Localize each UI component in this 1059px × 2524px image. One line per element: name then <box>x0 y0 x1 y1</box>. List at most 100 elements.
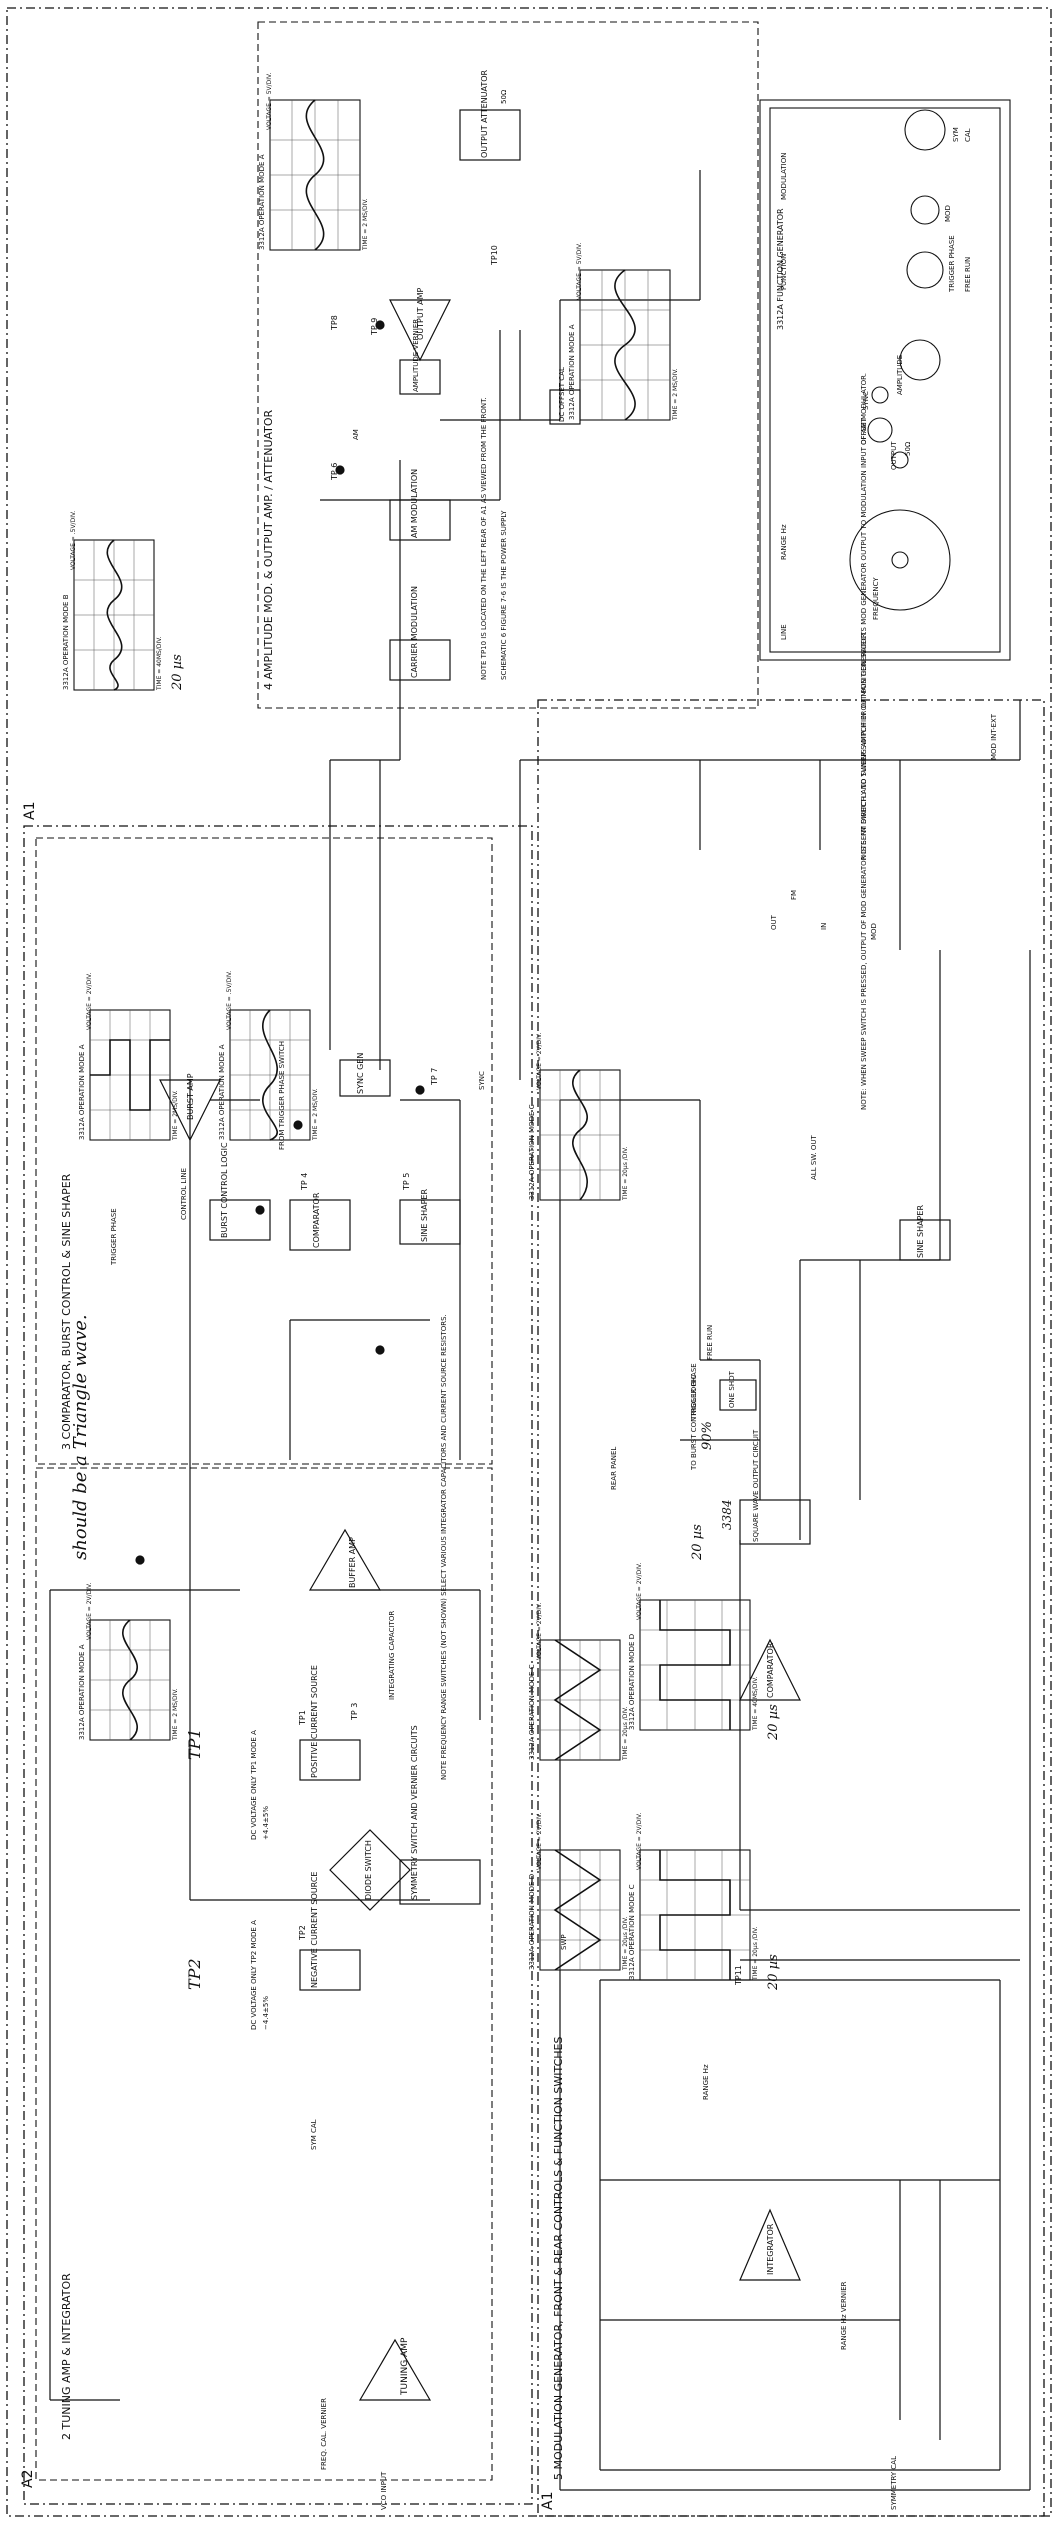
section-title-s5: 5 MODULATION GENERATOR, FRONT & REAR CON… <box>552 2037 565 2480</box>
block-am-mod: AM MODULATION <box>410 469 419 538</box>
block-output-attenuator: OUTPUT ATTENUATOR <box>480 70 489 158</box>
handwriting-ninety: 90% <box>700 1421 715 1450</box>
scope-c1-volt: VOLTAGE = 2V/DIV. <box>536 1033 543 1090</box>
tp4: TP 4 <box>300 1173 309 1190</box>
block-comparator-b: COMPARATOR <box>766 1643 775 1698</box>
block-symmetry-switch: SYMMETRY SWITCH AND VERNIER CIRCUITS <box>410 1725 419 1900</box>
block-square-wave: SQUARE WAVE OUTPUT CIRCUIT <box>752 1430 760 1542</box>
scope-c3-volt: VOLTAGE = 2V/DIV. <box>636 1813 643 1870</box>
sine-shaper-a-block <box>400 1200 460 1244</box>
tag-swp-a: SWP <box>560 1934 568 1950</box>
am-mod-block <box>390 500 450 540</box>
block-comparator-a: COMPARATOR <box>312 1193 321 1248</box>
carrier-mod-block <box>390 640 450 680</box>
note-schematic: SCHEMATIC 6 FIGURE 7-6 IS THE POWER SUPP… <box>500 510 508 680</box>
offset-knob <box>868 418 892 442</box>
mod-knob <box>911 196 939 224</box>
board-tag-a1-bottom: A1 <box>540 2492 556 2510</box>
sine-shaper-b-block <box>900 1220 950 1260</box>
note-to-burst: TO BURST CONTROL LOGIC <box>690 1374 698 1470</box>
sync-gen-block <box>340 1060 390 1096</box>
handwriting-triangle: should be a Triangle wave. <box>70 1314 91 1560</box>
tag-trigger-phase: TRIGGER PHASE <box>110 1208 118 1265</box>
fp-frequency: FREQUENCY <box>872 577 880 620</box>
output-atten-block <box>460 110 520 160</box>
scope-a2-title: 3312A OPERATION MODE A <box>78 1045 86 1141</box>
scope-a4-volt: VOLTAGE = 5V/DIV. <box>266 73 273 130</box>
one-shot-block <box>720 1380 756 1410</box>
fp-50ohm: 50Ω <box>904 442 912 456</box>
handwriting-20us-c: 20 µs <box>766 1704 781 1740</box>
block-buffer-amp: BUFFER AMP <box>348 1537 357 1588</box>
scope-a2-volt: VOLTAGE = 2V/DIV. <box>86 973 93 1030</box>
scope-d2-title: 3312A OPERATION MODE D <box>628 1634 636 1730</box>
handwriting-20us-a: 20 µs <box>170 654 185 690</box>
scope-b1-time: TIME = 40MS/DIV. <box>156 636 163 690</box>
block-dc-offset: DC OFFSET CAL <box>558 367 566 422</box>
fp-function: FUNCTION <box>780 254 788 290</box>
tag-symmetry-cal: SYMMETRY CAL <box>890 2456 898 2510</box>
pos-current-block <box>300 1740 360 1780</box>
tag-vco: VCO INPUT <box>380 2472 388 2510</box>
sync-jack <box>872 387 888 403</box>
note-dc2-val: −4.4±5% <box>262 1996 270 2030</box>
section-outlines <box>36 22 758 2480</box>
block-integrator: INTEGRATOR <box>766 2224 775 2275</box>
fp-mod: MOD <box>944 205 952 222</box>
scope-a5-time: TIME = 2 MS/DIV. <box>672 368 679 420</box>
handwriting-20us-b: 20 µs <box>766 1954 781 1990</box>
tag-50ohm: 50Ω <box>500 90 508 104</box>
section-title-s4: 4 AMPLITUDE MOD. & OUTPUT AMP. / ATTENUA… <box>262 410 275 690</box>
fp-cal: CAL <box>964 128 972 142</box>
block-burst-amp: BURST AMP <box>186 1073 195 1120</box>
scope-a5-volt: VOLTAGE = 5V/DIV. <box>576 243 583 300</box>
tag-int-ext: MOD INT-EXT <box>990 714 998 760</box>
board-tag-a2: A2 <box>20 2470 36 2488</box>
note-dc2: DC VOLTAGE ONLY TP2 MODE A <box>250 1920 258 2030</box>
note-tp10: NOTE TP10 IS LOCATED ON THE LEFT REAR OF… <box>480 397 488 680</box>
tag-sym: SYM CAL <box>310 2119 318 2150</box>
scope-d1-volt: VOLTAGE = 2V/DIV. <box>536 1813 543 1870</box>
scope-c3-title: 3312A OPERATION MODE C <box>628 1884 636 1980</box>
section-title-s2: 2 TUNING AMP & INTEGRATOR <box>60 2273 73 2440</box>
block-carrier-mod: CARRIER MODULATION <box>410 586 419 678</box>
scope-a5-title: 3312A OPERATION MODE A <box>568 325 576 421</box>
scope-b1-title: 3312A OPERATION MODE B <box>62 594 70 690</box>
tp5: TP 5 <box>402 1173 411 1190</box>
fp-amplitude: AMPLITUDE <box>896 355 904 395</box>
handwriting-tp1: TP1 <box>185 1728 204 1760</box>
block-pos-current: POSITIVE CURRENT SOURCE <box>310 1665 319 1778</box>
scope-c2-volt: VOLTAGE = 2V/DIV. <box>536 1603 543 1660</box>
block-burst-control: BURST CONTROL LOGIC <box>220 1142 229 1238</box>
tag-range-hz: RANGE Hz <box>702 2064 710 2100</box>
block-neg-current: NEGATIVE CURRENT SOURCE <box>310 1872 319 1988</box>
scope-a4-title: 3312A OPERATION MODE A <box>258 155 266 251</box>
note-fm: NOTE: FM SWITCH AND SWEEP SWITCH IN OUT … <box>860 373 868 860</box>
scope-c1-title: 3312A OPERATION MODE C <box>528 1104 536 1200</box>
scope-a4-time: TIME = 2 MS/DIV. <box>362 198 369 250</box>
tp11: TP11 <box>734 1965 743 1985</box>
block-sine-shaper-b: SINE SHAPER <box>916 1205 925 1258</box>
fp-sym: SYM <box>952 127 960 142</box>
fp-free-run: FREE RUN <box>964 257 972 292</box>
tp7: TP 7 <box>430 1068 439 1085</box>
amp-vernier-block <box>400 360 440 394</box>
fp-sync: SYNC <box>862 391 870 410</box>
scope-a3-title: 3312A OPERATION MODE A <box>218 1045 226 1141</box>
board-outlines <box>7 8 1051 2516</box>
tp9: TP 9 <box>370 318 379 335</box>
scope-b1-volt: VOLTAGE = .5V/DIV. <box>70 511 77 570</box>
tag-fm: FM <box>790 890 798 900</box>
fp-trigger-phase: TRIGGER PHASE <box>948 235 956 292</box>
tp8: TP8 <box>330 315 339 330</box>
tag-free-run: FREE RUN <box>706 1325 714 1360</box>
trigger-phase-knob <box>907 252 943 288</box>
scope-d1-title: 3312A OPERATION MODE D <box>528 1874 536 1970</box>
fp-modulation: MODULATION <box>780 153 788 200</box>
buffer-amp <box>310 1530 380 1590</box>
testpoint-dots <box>136 321 424 1564</box>
scope-a1-time: TIME = 2 MS/DIV. <box>172 1688 179 1740</box>
note-integrating-cap: INTEGRATING CAPACITOR <box>388 1611 396 1700</box>
scope-a3-volt: VOLTAGE = .5V/DIV. <box>226 971 233 1030</box>
tp6: TP 6 <box>330 463 339 480</box>
